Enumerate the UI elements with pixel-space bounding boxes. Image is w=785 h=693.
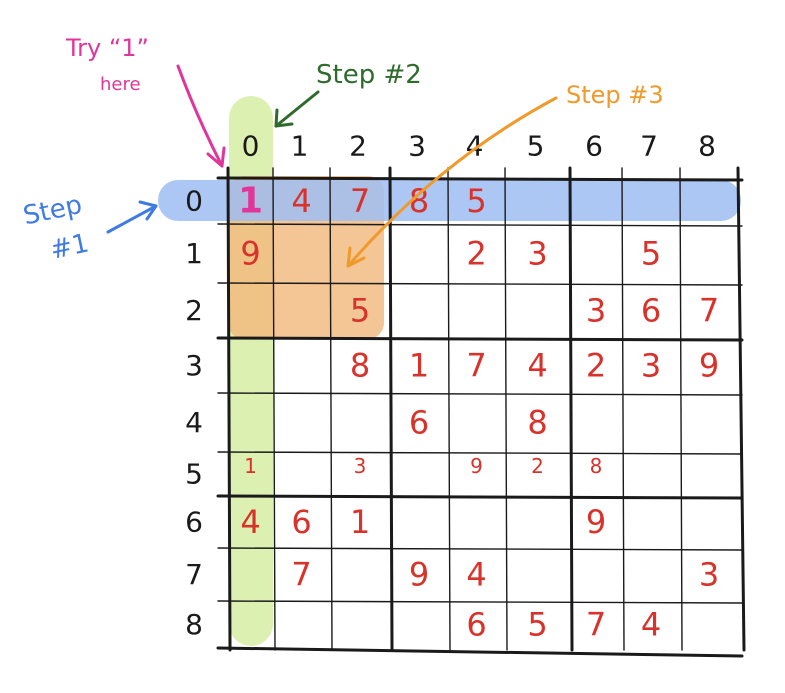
cell-digit-r2c6: 3 — [586, 292, 606, 330]
grid-line-horizontal — [217, 392, 743, 396]
step3-label: Step #3 — [566, 81, 664, 109]
grid-line-vertical — [504, 167, 508, 651]
grid-line-horizontal — [217, 547, 743, 551]
grid-line-vertical — [272, 167, 276, 651]
cell-digit-r3c8: 9 — [699, 347, 719, 385]
step3-arrow — [346, 96, 558, 268]
column-label-7: 7 — [640, 130, 658, 163]
column-label-3: 3 — [408, 130, 426, 163]
cell-digit-r0c4: 5 — [466, 182, 486, 220]
cell-digit-r7c4: 4 — [466, 556, 486, 594]
cell-digit-r3c6: 2 — [586, 347, 606, 385]
cell-digit-r7c1: 7 — [291, 556, 311, 594]
row-label-1: 1 — [185, 237, 203, 270]
box-border-vertical — [568, 166, 574, 652]
cell-digit-r4c3: 6 — [409, 404, 429, 442]
cell-digit-r1c5: 3 — [527, 235, 547, 273]
column-label-2: 2 — [349, 130, 367, 163]
cell-digit-r8c7: 4 — [641, 606, 661, 644]
step1-arrow — [106, 204, 158, 234]
box-border-horizontal — [216, 646, 744, 658]
cell-digit-r0c2: 7 — [350, 182, 370, 220]
cell-digit-r3c5: 4 — [527, 347, 547, 385]
box-border-horizontal — [216, 336, 744, 342]
grid-line-vertical — [447, 167, 451, 651]
cell-digit-r5c5: 2 — [531, 454, 544, 478]
step3-arrowhead — [346, 246, 366, 268]
step2-arrowhead — [274, 108, 294, 128]
box-border-horizontal — [216, 176, 744, 182]
step1-row-highlight — [158, 180, 741, 221]
column-label-1: 1 — [291, 130, 309, 163]
cell-digit-r2c2: 5 — [350, 292, 370, 330]
row-label-0: 0 — [185, 185, 203, 218]
cell-digit-r5c6: 8 — [590, 454, 603, 478]
row-label-4: 4 — [185, 406, 203, 439]
box-border-vertical — [226, 166, 232, 652]
cell-digit-r1c4: 2 — [466, 235, 486, 273]
cell-digit-r8c4: 6 — [466, 606, 486, 644]
grid-line-horizontal — [217, 282, 743, 286]
box-border-vertical — [388, 166, 394, 652]
row-label-7: 7 — [185, 558, 203, 591]
grid-line-horizontal — [217, 223, 743, 227]
cell-digit-r0c3: 8 — [409, 182, 429, 220]
cell-digit-r6c1: 6 — [291, 503, 311, 541]
try-note-arrow — [176, 64, 224, 168]
cell-digit-r5c4: 9 — [470, 454, 483, 478]
cell-digit-r6c2: 1 — [350, 503, 370, 541]
try-note-arrowhead — [206, 146, 226, 168]
box-border-horizontal — [216, 494, 744, 500]
step2-arrow — [274, 90, 320, 128]
step1-label-line1: Step — [21, 190, 85, 232]
grid-line-vertical — [679, 167, 683, 651]
cell-digit-r4c5: 8 — [527, 404, 547, 442]
row-label-3: 3 — [185, 349, 203, 382]
grid-line-horizontal — [217, 600, 743, 604]
cell-digit-r8c6: 7 — [586, 606, 606, 644]
grid-line-horizontal — [217, 451, 743, 455]
trial-digit: 1 — [238, 181, 263, 222]
cell-digit-r7c3: 9 — [409, 556, 429, 594]
cell-digit-r2c8: 7 — [699, 292, 719, 330]
row-label-5: 5 — [185, 458, 203, 491]
row-label-6: 6 — [185, 506, 203, 539]
column-label-8: 8 — [698, 130, 716, 163]
cell-digit-r5c2: 3 — [354, 454, 367, 478]
step1-arrowhead — [138, 200, 158, 221]
row-label-2: 2 — [185, 294, 203, 327]
step1-label-line2: #1 — [48, 228, 92, 265]
try-note-line2: here — [100, 74, 141, 95]
row-label-8: 8 — [185, 608, 203, 641]
cell-digit-r1c0: 9 — [240, 235, 260, 273]
sudoku-grid — [216, 166, 746, 658]
column-label-0: 0 — [242, 130, 260, 163]
cell-digit-r0c1: 4 — [291, 182, 311, 220]
grid-line-vertical — [329, 167, 333, 651]
cell-digit-r5c0: 1 — [244, 454, 257, 478]
cell-digit-r3c7: 3 — [641, 347, 661, 385]
step2-label: Step #2 — [316, 60, 422, 90]
box-border-vertical — [736, 166, 746, 652]
grid-line-vertical — [621, 167, 625, 651]
cell-digit-r3c3: 1 — [409, 347, 429, 385]
cell-digit-r8c5: 5 — [527, 606, 547, 644]
column-label-5: 5 — [527, 130, 545, 163]
column-label-6: 6 — [585, 130, 603, 163]
cell-digit-r6c0: 4 — [240, 503, 260, 541]
cell-digit-r7c8: 3 — [699, 556, 719, 594]
cell-digit-r6c6: 9 — [586, 503, 606, 541]
try-note-line1: Try “1” — [65, 34, 149, 62]
cell-digit-r3c4: 7 — [466, 347, 486, 385]
cell-digit-r3c2: 8 — [350, 347, 370, 385]
cell-digit-r1c7: 5 — [641, 235, 661, 273]
cell-digit-r2c7: 6 — [641, 292, 661, 330]
